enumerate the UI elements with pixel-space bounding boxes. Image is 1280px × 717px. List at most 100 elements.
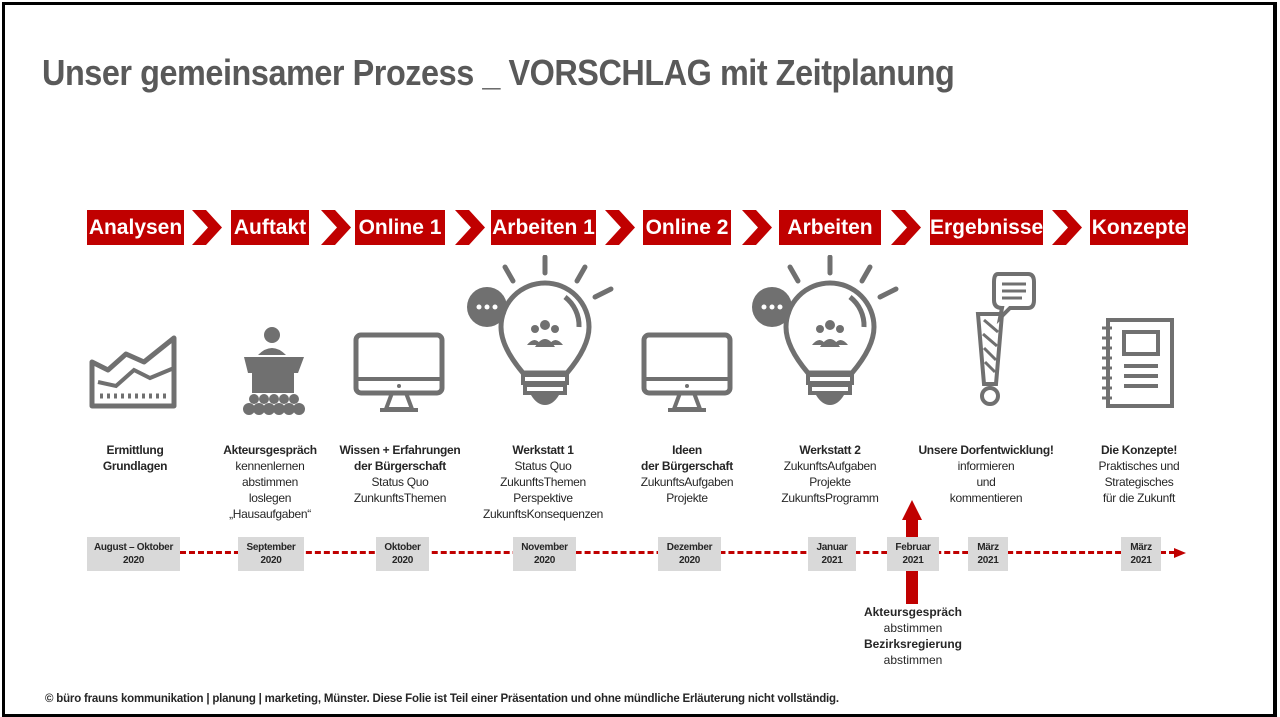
- step-description: Akteursgespräch kennenlernen abstimmen losl…: [170, 442, 370, 522]
- step-1-button: Auftakt: [231, 210, 309, 245]
- date-label: Oktober 2020: [376, 537, 429, 571]
- note-line: abstimmen: [883, 653, 943, 667]
- speaker-podium-icon: [236, 315, 316, 420]
- note-heading: Bezirksregierung: [863, 637, 963, 651]
- description-heading: Die Konzepte!: [1100, 443, 1178, 457]
- description-line: kommentieren: [949, 491, 1023, 505]
- date-month: Februar: [895, 542, 931, 553]
- description-heading: Ermittlung: [106, 443, 164, 457]
- step-0-button: Analysen: [87, 210, 184, 245]
- description-line: ZukunftsProgramm: [781, 491, 879, 505]
- description-line: loslegen: [248, 491, 292, 505]
- step-label: Konzepte: [1091, 216, 1187, 239]
- date-year: 2020: [533, 555, 556, 566]
- note-line: abstimmen: [883, 621, 943, 635]
- monitor-icon: [640, 313, 736, 418]
- chevron-right-icon: [455, 210, 485, 245]
- description-line: Perspektive: [513, 491, 573, 505]
- lightbulb-group-icon: [465, 254, 625, 410]
- date-label: November 2020: [513, 537, 576, 571]
- date-month: August – Oktober: [93, 542, 174, 553]
- description-line: ZukunftsAufgaben: [640, 475, 734, 489]
- description-line: ZukunftsThemen: [500, 475, 586, 489]
- date-label: März 2021: [1121, 537, 1161, 571]
- description-heading: Grundlagen: [102, 459, 168, 473]
- step-label: Analysen: [88, 216, 183, 239]
- description-heading: der Bürgerschaft: [354, 459, 446, 473]
- description-line: ZunkunftsThemen: [353, 491, 447, 505]
- description-line: Praktisches und: [1098, 459, 1180, 473]
- step-6-button: Ergebnisse: [930, 210, 1043, 245]
- step-2-button: Online 1: [355, 210, 445, 245]
- chevron-right-icon: [1052, 210, 1082, 245]
- note-heading: Akteursgespräch: [863, 605, 963, 619]
- date-year: 2021: [821, 555, 843, 566]
- step-label: Auftakt: [233, 216, 307, 239]
- date-february: Februar 2021: [887, 537, 939, 571]
- date-year: 2020: [260, 555, 282, 566]
- lightbulb-group-icon: [750, 254, 910, 410]
- chevron-right-icon: [605, 210, 635, 245]
- february-note: Akteursgespräch abstimmen Bezirksregieru…: [813, 604, 1013, 668]
- date-month: März: [977, 542, 999, 553]
- exclamation-speech-icon: [938, 268, 1038, 413]
- date-year: 2020: [391, 555, 414, 566]
- chevron-right-icon: [192, 210, 222, 245]
- monitor-icon: [352, 313, 448, 418]
- description-line: und: [976, 475, 996, 489]
- description-line: Strategisches: [1104, 475, 1174, 489]
- description-line: abstimmen: [242, 475, 298, 489]
- chevron-right-icon: [742, 210, 772, 245]
- date-month: November: [521, 542, 568, 553]
- description-line: Projekte: [666, 491, 708, 505]
- date-month: September: [246, 542, 296, 553]
- description-heading: der Bürgerschaft: [641, 459, 733, 473]
- description-line: Projekte: [809, 475, 851, 489]
- footer-copyright: © büro frauns kommunikation | planung | …: [45, 693, 839, 705]
- date-year: 2021: [902, 555, 924, 566]
- notebook-icon: [1098, 310, 1178, 415]
- description-line: für die Zukunft: [1102, 491, 1176, 505]
- description-heading: Wissen + Erfahrungen: [339, 443, 461, 457]
- description-heading: Werkstatt 2: [799, 443, 861, 457]
- date-label: September 2020: [238, 537, 304, 571]
- date-month: März: [1130, 542, 1152, 553]
- step-label: Online 1: [358, 216, 442, 239]
- february-arrow-head: [902, 500, 922, 520]
- page-title: Unser gemeinsamer Prozess _ VORSCHLAG mi…: [42, 52, 955, 93]
- step-label: Ergebnisse: [930, 216, 1044, 239]
- description-heading: Werkstatt 1: [512, 443, 574, 457]
- date-label: August – Oktober 2020: [87, 537, 180, 571]
- date-label: Januar 2021: [808, 537, 856, 571]
- chevron-right-icon: [891, 210, 921, 245]
- description-line: Status Quo: [371, 475, 429, 489]
- chevron-right-icon: [321, 210, 351, 245]
- step-label: Online 2: [645, 216, 729, 239]
- date-year: 2020: [122, 555, 145, 566]
- date-year: 2021: [1130, 555, 1152, 566]
- description-line: informieren: [957, 459, 1015, 473]
- description-line: kennenlernen: [235, 459, 305, 473]
- step-3-button: Arbeiten 1: [491, 210, 596, 245]
- description-line: ZukunftsKonsequenzen: [482, 507, 604, 521]
- step-7-button: Konzepte: [1090, 210, 1188, 245]
- date-month: Dezember: [666, 542, 713, 553]
- date-month: Januar: [816, 542, 848, 553]
- date-year: 2021: [977, 555, 999, 566]
- date-month: Oktober: [384, 542, 421, 553]
- description-heading: Akteursgespräch: [223, 443, 317, 457]
- area-chart-icon: [86, 312, 186, 417]
- description-heading: Ideen: [672, 443, 702, 457]
- description-line: „Hausaufgaben“: [229, 507, 311, 521]
- description-line: Status Quo: [514, 459, 572, 473]
- description-line: ZukunftsAufgaben: [783, 459, 877, 473]
